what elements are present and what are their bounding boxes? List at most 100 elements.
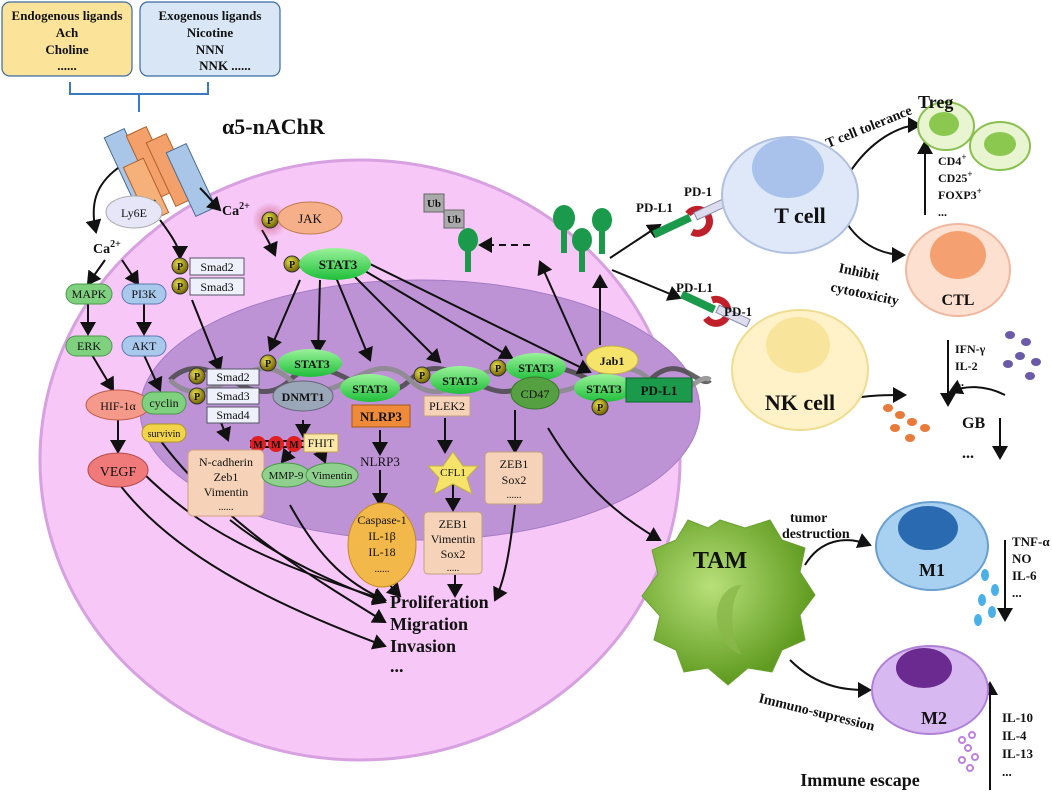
methylation-markers: M M M [250,436,302,452]
caspase-item: IL-1β [368,529,395,543]
stat3-nuc-3 [430,366,490,394]
vimentin-node [305,462,359,488]
outcome-migration: Migration [390,614,468,634]
ca-right-label: Ca2+ [222,201,250,219]
endogenous-ligands-box: Endogenous ligands Ach Choline ...... [1,1,133,77]
phospho-marker [591,398,609,416]
nk-cell-nucleus [766,317,830,373]
cyclin-node [141,391,187,415]
zeb2-item: Vimentin [431,532,476,546]
gb-particles [883,404,930,442]
stat3-cytoplasm [299,248,371,280]
pdl1-nk-label: PD-L1 [676,280,713,295]
phospho-marker [171,257,189,275]
methyl-label: M [289,440,299,451]
ifn-label: ... [955,375,964,389]
phospho-label: P [267,216,273,227]
smad4-nuc-label: Smad4 [216,408,249,422]
emt-item: ...... [219,502,234,513]
phospho-label: P [177,282,183,293]
endogenous-item: Ach [56,25,79,40]
treg-marker: FOXP3+ [938,186,982,202]
phospho-label: P [597,403,603,414]
survivin-label: survivin [148,429,181,440]
jab1-label: Jab1 [600,354,625,368]
inhibit-label: cytotoxicity [829,280,900,309]
m1-marker: TNF-α [1012,534,1050,549]
caspase-item: Caspase-1 [357,513,406,527]
stat3-label: STAT3 [352,382,388,396]
immune-escape-label: Immune escape [800,770,920,790]
emt-item: Zeb1 [214,470,239,484]
arrows [80,117,1013,790]
phospho-marker [171,277,189,295]
pdl1-pd1-nkcell [679,290,751,328]
outcome-proliferation: Proliferation [390,592,489,612]
fhit-box [303,433,339,453]
smad2-cyto [189,257,245,276]
cd47-label: CD47 [521,387,550,401]
ly6e-node [105,195,163,229]
cfl1-star [426,451,480,496]
smad3-cyto [189,277,245,296]
receptor-label: α5-nAChR [222,114,326,139]
outcome-invasion: Invasion [390,636,456,656]
stat3-label: STAT3 [586,382,622,396]
stat3-label: STAT3 [319,257,358,272]
phospho-marker [489,359,507,377]
vegf-label: VEGF [100,465,137,480]
t-cell-label: T cell [774,203,826,228]
treg-nucleus [984,132,1016,156]
ctl-nucleus [930,231,986,279]
m1-marker: IL-6 [1012,568,1037,583]
stat3-nuc-1 [278,349,342,377]
vegf-node [87,452,149,488]
zeb2-item: ZEB1 [439,517,468,531]
dnmt1-node [272,380,334,412]
ub-label: Ub [427,198,441,210]
ifn-particles [1003,331,1041,380]
m2-label: M2 [921,708,947,728]
stat3-nuc-5 [574,374,634,402]
vimentin-label: Vimentin [312,470,353,482]
immuno-supression-label: Immuno-supression [757,691,876,734]
emt-item: N-cadherin [199,455,253,469]
inhibit-label: Inhibit [837,261,881,284]
mmp9-label: MMP-9 [269,470,304,482]
m2-nucleus [896,648,952,688]
erk-label: ERK [77,339,101,353]
endogenous-item: Choline [45,42,89,57]
cd47-node [510,376,560,410]
mapk-label: MAPK [72,287,107,301]
m2-particles [958,731,979,772]
m1-marker: ... [1012,585,1022,600]
m2-marker: IL-4 [1002,728,1027,743]
treg-label: Treg [918,92,953,112]
m2-marker: ... [1002,764,1012,779]
pdl1-nuc-label: PD-L1 [641,383,678,398]
exogenous-item: NNN [196,42,225,57]
tam-nucleus [716,585,742,655]
emt-box [187,449,265,517]
m2-marker: IL-10 [1002,710,1033,725]
phospho-label: P [265,359,271,370]
endogenous-item: ...... [57,58,77,73]
emt-item: Vimentin [204,485,249,499]
survivin-node [141,423,187,443]
fhit-label: FHIT [308,436,335,450]
stat3-nuc-4 [506,353,566,381]
pdl1-pd1-tcell [652,197,729,239]
phospho-label: P [177,262,183,273]
erk-node [65,335,113,357]
stat3-label: STAT3 [442,374,478,388]
phospho-marker [259,354,277,372]
stat3-label: STAT3 [294,357,330,371]
outcome-more: ... [390,656,404,676]
ifn-label: IL-2 [955,359,978,373]
t-cell-nucleus [752,138,824,198]
t-cell-tolerance-label: T cell tolerance [824,104,914,152]
methyl-label: M [271,440,281,451]
m1-nucleus [898,506,958,550]
plek2-label: PLEK2 [429,399,465,413]
